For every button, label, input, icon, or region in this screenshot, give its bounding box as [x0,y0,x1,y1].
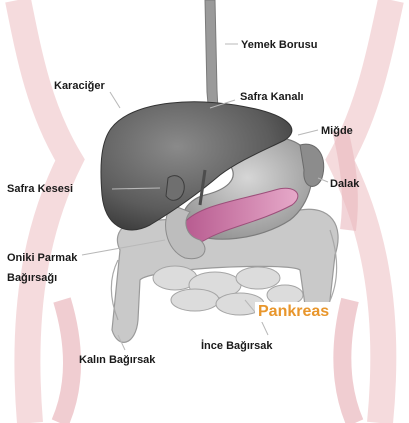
gallbladder-label: Safra Kesesi [7,182,73,196]
duodenum-label-line1: Oniki Parmak [7,251,77,265]
duodenum-label-line2: Bağırsağı [7,271,57,285]
small-intestine-label: İnce Bağırsak [201,339,273,353]
stomach-label: Miğde [321,124,353,138]
large-intestine-label: Kalın Bağırsak [79,353,155,367]
gallbladder-shape [166,176,184,201]
liver-label: Karaciğer [54,79,105,93]
pancreas-label: Pankreas [255,302,332,322]
bile-duct-label: Safra Kanalı [240,90,304,104]
spleen-label: Dalak [330,177,359,191]
esophagus-label: Yemek Borusu [241,38,317,52]
